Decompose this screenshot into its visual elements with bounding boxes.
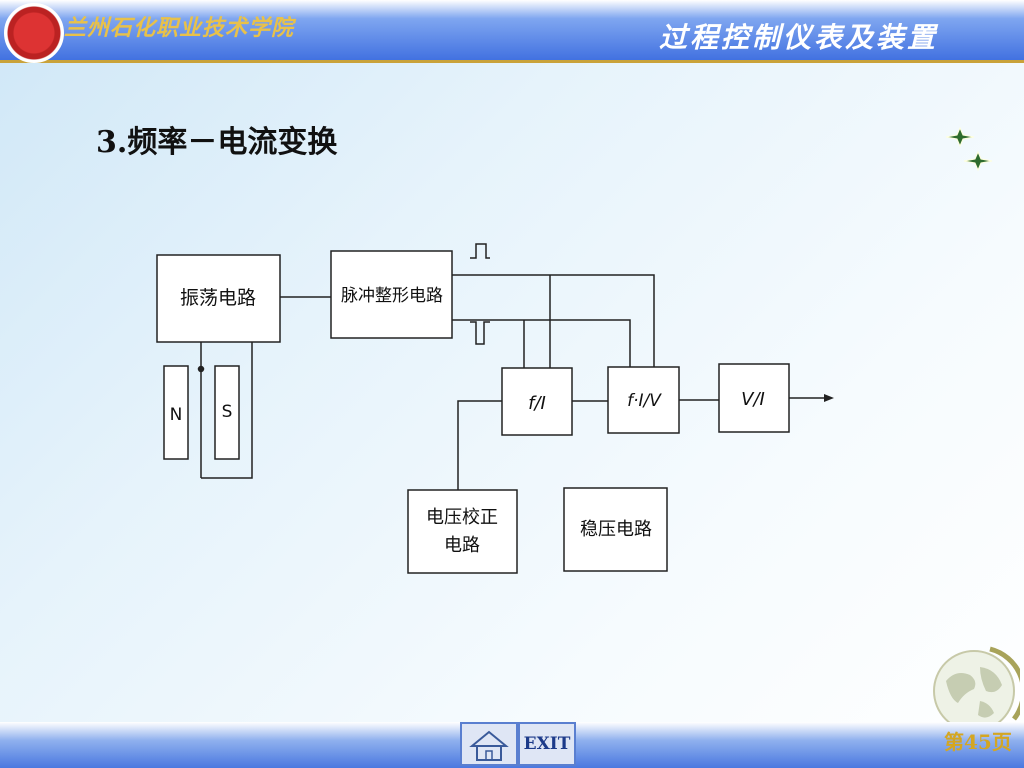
magnet-n-label: N <box>170 405 183 425</box>
college-logo-icon <box>4 3 64 63</box>
globe-decoration-icon <box>933 646 1020 732</box>
home-button[interactable] <box>460 722 518 766</box>
sparkle-decoration-icon <box>945 126 993 172</box>
course-title: 过程控制仪表及装置 <box>658 21 938 54</box>
regulator-block <box>563 487 668 572</box>
home-icon <box>469 730 509 761</box>
slide-title: 3.频率－电流变换 <box>96 125 338 160</box>
page-number: 第45页 <box>944 730 1012 754</box>
voltage-calibration-block <box>407 489 518 574</box>
school-name: 兰州石化职业技术学院 <box>64 15 295 41</box>
header-bar <box>0 0 1024 62</box>
v-to-i-label: V/I <box>741 389 765 410</box>
v-to-i-block <box>718 363 790 433</box>
voltage-calibration-label-2: 电路 <box>444 535 480 556</box>
regulator-label: 稳压电路 <box>580 519 652 540</box>
header-divider <box>0 60 1024 63</box>
f-to-i-block <box>501 367 573 436</box>
magnet-s-block <box>214 365 240 460</box>
pulse-shaper-label: 脉冲整形电路 <box>341 286 443 306</box>
exit-button[interactable]: EXIT <box>518 722 576 766</box>
voltage-calibration-label-1: 电压校正 <box>426 507 498 528</box>
magnet-n-block <box>163 365 189 460</box>
f-to-i-label: f/I <box>528 393 546 414</box>
pulse-shaper-block <box>330 250 453 339</box>
oscillator-block <box>156 254 281 343</box>
fi-to-v-block <box>607 366 680 434</box>
oscillator-label: 振荡电路 <box>180 287 256 309</box>
magnet-s-label: S <box>222 402 233 422</box>
fi-to-v-label: f·I/V <box>627 391 662 411</box>
